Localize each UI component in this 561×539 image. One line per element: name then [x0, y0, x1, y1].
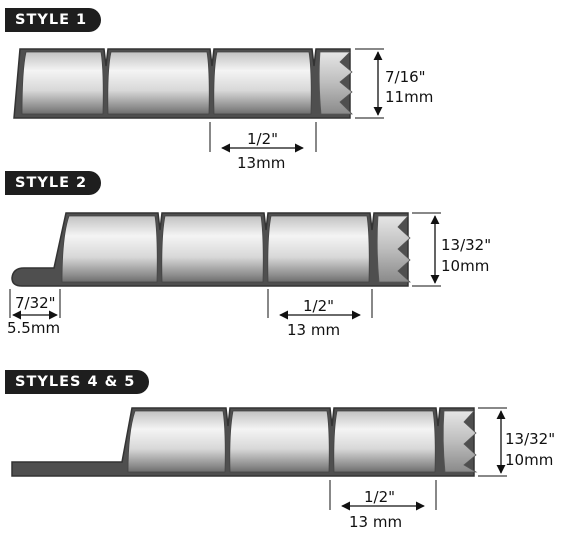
style-2-lip-fraction: 7/32" [15, 294, 56, 312]
style-1-pitch-mm: 13mm [237, 154, 286, 172]
style-2-label: STYLE 2 [5, 171, 102, 195]
style-2-lip-dimension [9, 289, 61, 320]
style-2-segment [61, 215, 158, 283]
style-4-5-height-dimension [478, 407, 507, 477]
style-2-lip-mm: 5.5mm [7, 319, 61, 337]
style-1-height-fraction: 7/16" [385, 68, 426, 86]
style-1-height-mm: 11mm [385, 88, 434, 106]
style-4-5-pitch-mm: 13 mm [349, 513, 403, 531]
style-4-5-height-mm: 10mm [505, 451, 554, 469]
style-2-height-dimension [412, 212, 441, 287]
style-1-cut-end [318, 51, 353, 115]
style-1-pitch-fraction: 1/2" [247, 130, 279, 148]
style-4-5-segment [127, 410, 226, 473]
style-4-5-segment [229, 410, 330, 473]
style-4-5-height-fraction: 13/32" [505, 430, 556, 448]
style-2-pitch-fraction: 1/2" [303, 297, 335, 315]
style-2-segment [267, 215, 370, 283]
style-2-pitch-mm: 13 mm [287, 321, 341, 339]
style-2-segment [161, 215, 264, 283]
style-1-segment [21, 51, 104, 115]
style-1-segment [107, 51, 210, 115]
style-2-pitch-dimension [267, 289, 373, 320]
style-2-cut-end [376, 215, 412, 283]
style-4-5-label: STYLES 4 & 5 [5, 370, 150, 394]
style-1-strip [13, 48, 353, 119]
style-1-pitch-dimension [209, 122, 317, 153]
style-4-5-cut-end [442, 410, 478, 473]
style-4-5-segment [333, 410, 436, 473]
style-1-segment [213, 51, 312, 115]
style-2-height-fraction: 13/32" [441, 236, 492, 254]
style-2-height-mm: 10mm [441, 257, 490, 275]
style-2-strip [11, 212, 412, 287]
style-1-label: STYLE 1 [5, 8, 102, 32]
style-4-5-pitch-fraction: 1/2" [364, 488, 396, 506]
style-4-5-pitch-dimension [329, 480, 437, 511]
style-4-5-strip [11, 407, 478, 477]
style-1-height-dimension [355, 48, 384, 119]
